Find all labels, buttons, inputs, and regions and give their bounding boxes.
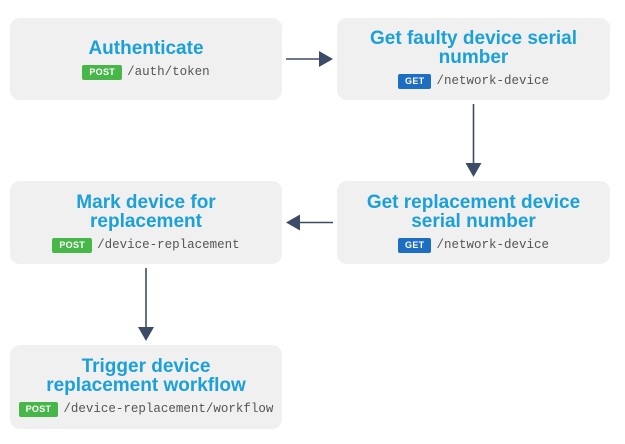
endpoint: POST /auth/token bbox=[82, 64, 210, 80]
flow-arrow-3 bbox=[286, 214, 333, 231]
step-title-line: replacement bbox=[90, 210, 202, 232]
step-title-line: Mark device for bbox=[76, 191, 216, 213]
endpoint: GET /network-device bbox=[398, 237, 549, 253]
method-badge-post: POST bbox=[52, 237, 93, 253]
method-badge-post: POST bbox=[18, 402, 59, 417]
step-mark-device-for-replacement: Mark device for replacement POST /device… bbox=[10, 181, 282, 264]
step-get-faulty-device: Get faulty device serial number GET /net… bbox=[337, 18, 610, 100]
step-title: Mark device for replacement bbox=[76, 193, 215, 231]
step-title-line: Get faulty device serial bbox=[370, 28, 577, 49]
arrow-head bbox=[138, 327, 154, 341]
step-title: Get faulty device serial number bbox=[370, 29, 577, 67]
method-badge-post: POST bbox=[82, 64, 123, 80]
step-title: Authenticate bbox=[88, 39, 203, 58]
step-title-line: Authenticate bbox=[88, 37, 204, 59]
method-badge-get: GET bbox=[398, 74, 432, 89]
endpoint-path: /auth/token bbox=[127, 64, 210, 79]
endpoint-path: /network-device bbox=[436, 237, 549, 252]
endpoint-path: /network-device bbox=[436, 74, 549, 88]
method-badge-get: GET bbox=[398, 237, 432, 253]
flow-arrow-1 bbox=[286, 51, 333, 67]
arrow-head bbox=[286, 214, 300, 231]
step-title-line: replacement workflow bbox=[46, 375, 246, 396]
step-title: Get replacement device serial number bbox=[367, 193, 580, 231]
step-title-line: Get replacement device bbox=[366, 191, 581, 213]
endpoint: GET /network-device bbox=[398, 74, 549, 89]
endpoint-path: /device-replacement/workflow bbox=[63, 402, 274, 416]
step-title: Trigger device replacement workflow bbox=[46, 357, 246, 395]
step-title-line: number bbox=[438, 47, 509, 68]
step-title-line: Trigger device bbox=[81, 356, 211, 377]
flow-arrow-2 bbox=[465, 104, 482, 177]
endpoint-path: /device-replacement bbox=[97, 237, 240, 252]
step-trigger-replacement-workflow: Trigger device replacement workflow POST… bbox=[10, 345, 282, 429]
step-title-line: serial number bbox=[411, 210, 536, 232]
endpoint: POST /device-replacement bbox=[52, 237, 240, 253]
step-get-replacement-device: Get replacement device serial number GET… bbox=[337, 181, 610, 264]
endpoint: POST /device-replacement/workflow bbox=[18, 402, 274, 417]
arrow-head bbox=[465, 163, 482, 177]
arrow-head bbox=[319, 51, 333, 67]
step-authenticate: Authenticate POST /auth/token bbox=[10, 18, 282, 100]
flow-arrow-4 bbox=[138, 268, 154, 341]
